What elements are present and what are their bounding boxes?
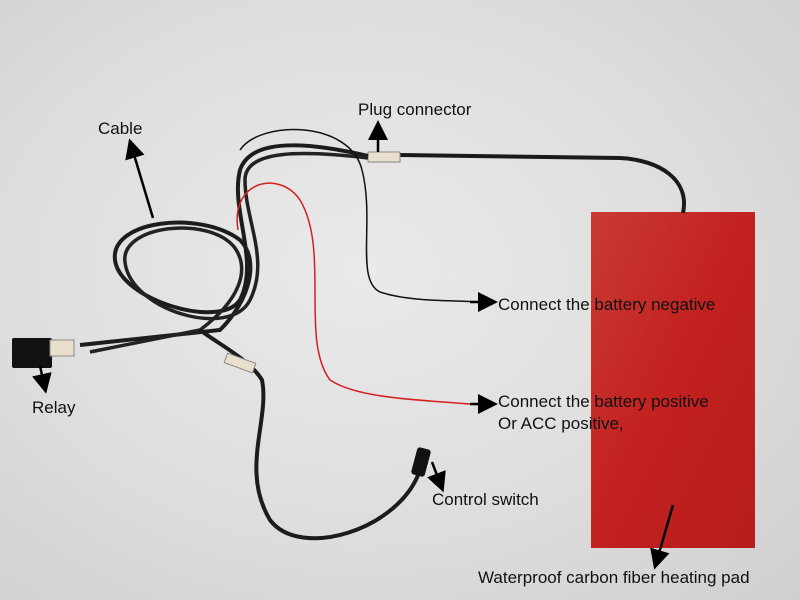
label-battery-negative: Connect the battery negative	[498, 295, 716, 314]
heating-pad	[591, 212, 755, 548]
negative-wire	[239, 128, 481, 303]
label-plug-connector: Plug connector	[358, 100, 472, 119]
positive-wire	[236, 182, 481, 406]
label-battery-positive: Connect the battery positive	[498, 392, 709, 411]
cable-bundle	[79, 143, 369, 347]
label-relay: Relay	[32, 398, 76, 417]
pad-cable	[399, 153, 687, 214]
label-cable: Cable	[98, 119, 143, 138]
label-heating-pad: Waterproof carbon fiber heating pad	[478, 568, 750, 587]
relay	[12, 338, 52, 368]
label-control-switch: Control switch	[432, 490, 539, 509]
plug-connector	[367, 151, 401, 163]
control-switch	[411, 447, 431, 477]
label-acc-positive: Or ACC positive,	[498, 414, 624, 433]
